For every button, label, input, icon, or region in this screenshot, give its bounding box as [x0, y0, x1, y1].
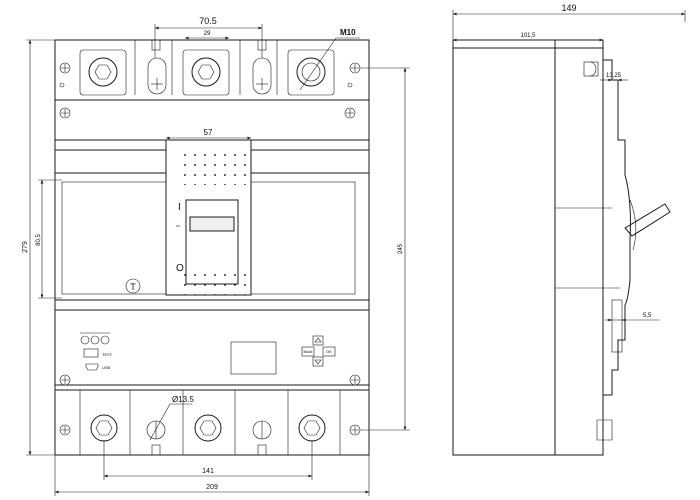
handle-off-mark: O — [176, 263, 184, 274]
hex-bolt-icon — [298, 414, 326, 442]
side-dimensions: 149 101,5 13,25 5,5 — [452, 3, 686, 322]
hex-bolt-icon — [194, 414, 222, 442]
handle-on-mark: I — [178, 202, 181, 213]
dim-height-fixing: 245 — [398, 243, 404, 254]
screw-icon — [349, 374, 361, 386]
bottom-terminals — [79, 390, 341, 456]
dim-window-height: 80,5 — [36, 234, 42, 246]
dim-handle-width: 57 — [204, 128, 213, 137]
front-view: T I O TEST USB Ba — [22, 16, 410, 496]
dim-height-total: 279 — [22, 241, 29, 253]
dim-depth-total: 149 — [561, 3, 576, 13]
lcd-display — [230, 341, 277, 375]
screw-icon — [59, 62, 71, 74]
corner-screws — [59, 62, 361, 436]
front-dimensions: 70.5 29 M10 57 279 80,5 245 — [22, 16, 410, 496]
operating-handle: I O — [165, 139, 252, 296]
dim-rail-offset: 5,5 — [643, 313, 652, 319]
back-button-label: Back — [304, 349, 313, 354]
hex-bolt-icon — [296, 57, 326, 87]
test-symbol: T — [130, 282, 136, 292]
hex-bolt-icon — [191, 57, 221, 87]
dim-tab-offset: 13,25 — [606, 73, 622, 79]
dim-width-total: 209 — [206, 484, 218, 491]
screw-icon — [59, 107, 71, 119]
side-body-outline — [452, 39, 604, 456]
test-button-label: TEST — [102, 352, 113, 357]
screw-icon — [59, 424, 71, 436]
test-symbol-icon — [125, 278, 141, 294]
dim-screw-spacing: 29 — [204, 31, 211, 37]
trip-unit-panel: TEST USB Back OK — [80, 332, 336, 375]
usb-port-label: USB — [102, 365, 111, 370]
dim-hole-diameter: Ø13.5 — [172, 395, 194, 404]
screw-icon — [59, 374, 71, 386]
dim-thread: M10 — [340, 28, 356, 37]
dim-depth-body: 101,5 — [520, 33, 536, 39]
side-view: 149 101,5 13,25 5,5 — [452, 3, 686, 456]
ok-button-label: OK — [326, 349, 332, 354]
top-terminals — [79, 39, 335, 96]
front-body-outline — [54, 39, 370, 456]
dim-bottom-phase-span: 141 — [202, 468, 214, 475]
hex-bolt-icon — [90, 414, 118, 442]
screw-icon — [344, 107, 356, 119]
hex-bolt-icon — [88, 57, 118, 87]
dim-top-phase-pitch: 70.5 — [199, 16, 217, 26]
